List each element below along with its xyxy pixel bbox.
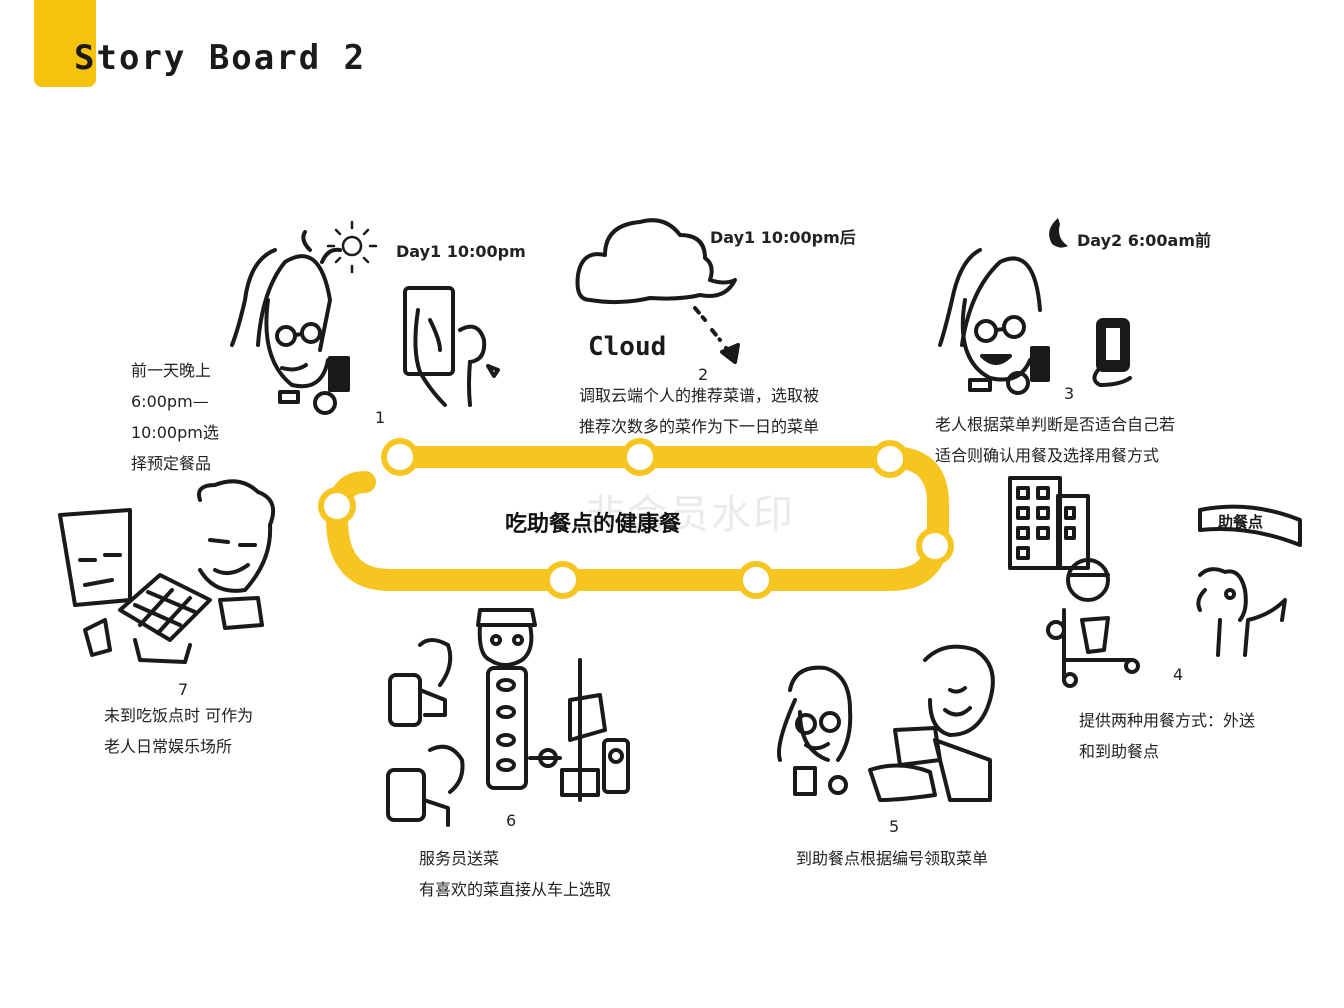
sun-icon <box>326 220 378 274</box>
step-2-time: Day1 10:00pm后 <box>710 228 856 247</box>
step-4-number: 4 <box>1173 665 1184 684</box>
step-6-caption-line: 服务员送菜 <box>419 849 500 868</box>
step-2-caption-line: 推荐次数多的菜作为下一日的菜单 <box>579 417 820 436</box>
step-6-caption-line: 有喜欢的菜直接从车上选取 <box>419 880 612 899</box>
scene-3-woman-confirming <box>938 248 1132 395</box>
step-4-caption-line: 和到助餐点 <box>1079 742 1160 761</box>
scene-1-woman-ordering <box>230 230 350 415</box>
step-2-caption-line: 调取云端个人的推荐菜谱，选取被 <box>579 386 820 405</box>
scene-7-chess-play <box>58 479 275 664</box>
step-1-caption-line: 择预定餐品 <box>131 454 212 473</box>
station-6 <box>544 561 582 599</box>
step-3-caption: 老人根据菜单判断是否适合自己若 适合则确认用餐及选择用餐方式 <box>935 409 1175 471</box>
step-1-time: Day1 10:00pm <box>396 242 526 261</box>
watermark: 非会员水印 <box>585 492 795 538</box>
step-7-caption: 未到吃饭点时 可作为 老人日常娱乐场所 <box>104 700 253 762</box>
step-1-caption-line: 10:00pm选 <box>131 423 219 442</box>
step-6-caption: 服务员送菜 有喜欢的菜直接从车上选取 <box>419 843 611 905</box>
step-5-caption-line: 到助餐点根据编号领取菜单 <box>796 849 989 868</box>
station-5 <box>737 561 775 599</box>
scene-5-pickup <box>777 644 995 802</box>
step-4-caption: 提供两种用餐方式：外送 和到助餐点 <box>1079 705 1255 767</box>
station-2 <box>621 438 659 476</box>
step-3-number: 3 <box>1064 384 1075 403</box>
step-3-caption-line: 老人根据菜单判断是否适合自己若 <box>935 415 1176 434</box>
step-3-time: Day2 6:00am前 <box>1077 231 1211 250</box>
sign-label: 助餐点 <box>1218 513 1263 531</box>
track-stations <box>318 438 954 599</box>
station-3 <box>871 440 909 478</box>
step-7-number: 7 <box>178 680 189 699</box>
step-1-caption-line: 6:00pm— <box>131 392 209 411</box>
step-5-number: 5 <box>889 817 900 836</box>
station-7 <box>318 487 356 525</box>
step-6-number: 6 <box>506 811 517 830</box>
center-label: 吃助餐点的健康餐 <box>505 512 682 537</box>
station-4 <box>916 527 954 565</box>
scene-1-hand-phone <box>403 286 500 407</box>
moon-icon <box>1049 218 1068 248</box>
step-1-number: 1 <box>375 408 386 427</box>
scene-6-waiter-cart <box>386 608 630 827</box>
step-4-caption-line: 提供两种用餐方式：外送 <box>1079 711 1256 730</box>
page-title: Story Board 2 <box>74 38 367 78</box>
step-2-caption: 调取云端个人的推荐菜谱，选取被 推荐次数多的菜作为下一日的菜单 <box>579 380 819 442</box>
cloud-icon <box>575 218 740 364</box>
step-5-caption: 到助餐点根据编号领取菜单 <box>796 843 988 874</box>
step-7-caption-line: 未到吃饭点时 可作为 <box>104 706 254 725</box>
title-accent-tab <box>34 0 96 87</box>
cloud-label: Cloud <box>588 332 666 362</box>
step-1-caption: 前一天晚上 6:00pm— 10:00pm选 择预定餐品 <box>131 355 219 479</box>
step-1-caption-line: 前一天晚上 <box>131 361 212 380</box>
scene-4-meal-options <box>1008 476 1302 688</box>
step-3-caption-line: 适合则确认用餐及选择用餐方式 <box>935 446 1160 465</box>
step-7-caption-line: 老人日常娱乐场所 <box>104 737 233 756</box>
step-2-number: 2 <box>698 365 709 384</box>
station-1 <box>381 438 419 476</box>
